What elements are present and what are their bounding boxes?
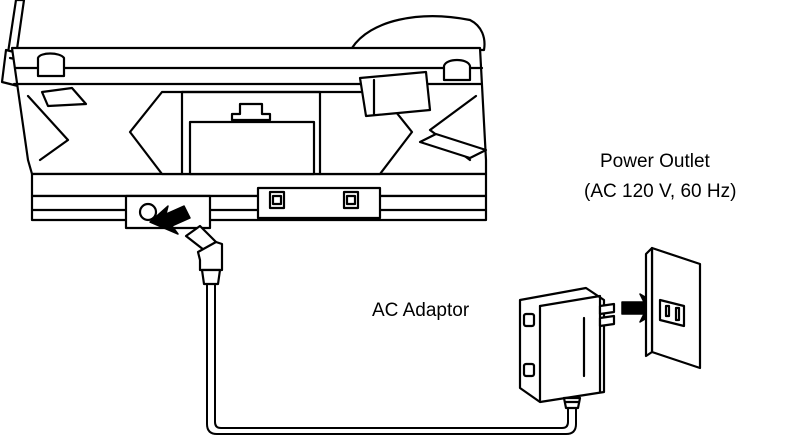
handset-dome bbox=[352, 16, 484, 50]
phone-jack-icon bbox=[270, 192, 284, 208]
wall-outlet-icon bbox=[646, 248, 700, 368]
power-outlet-label: Power Outlet bbox=[600, 150, 710, 174]
phone-jack-icon bbox=[344, 192, 358, 208]
power-outlet-spec-label: (AC 120 V, 60 Hz) bbox=[584, 180, 736, 204]
right-foot bbox=[444, 60, 470, 80]
dc-plug-icon bbox=[186, 226, 222, 284]
ac-adaptor-icon bbox=[520, 288, 614, 408]
dc-power-jack-icon bbox=[140, 204, 156, 220]
ac-adaptor-label: AC Adaptor bbox=[372, 299, 469, 323]
phone-jack-panel bbox=[258, 188, 380, 218]
